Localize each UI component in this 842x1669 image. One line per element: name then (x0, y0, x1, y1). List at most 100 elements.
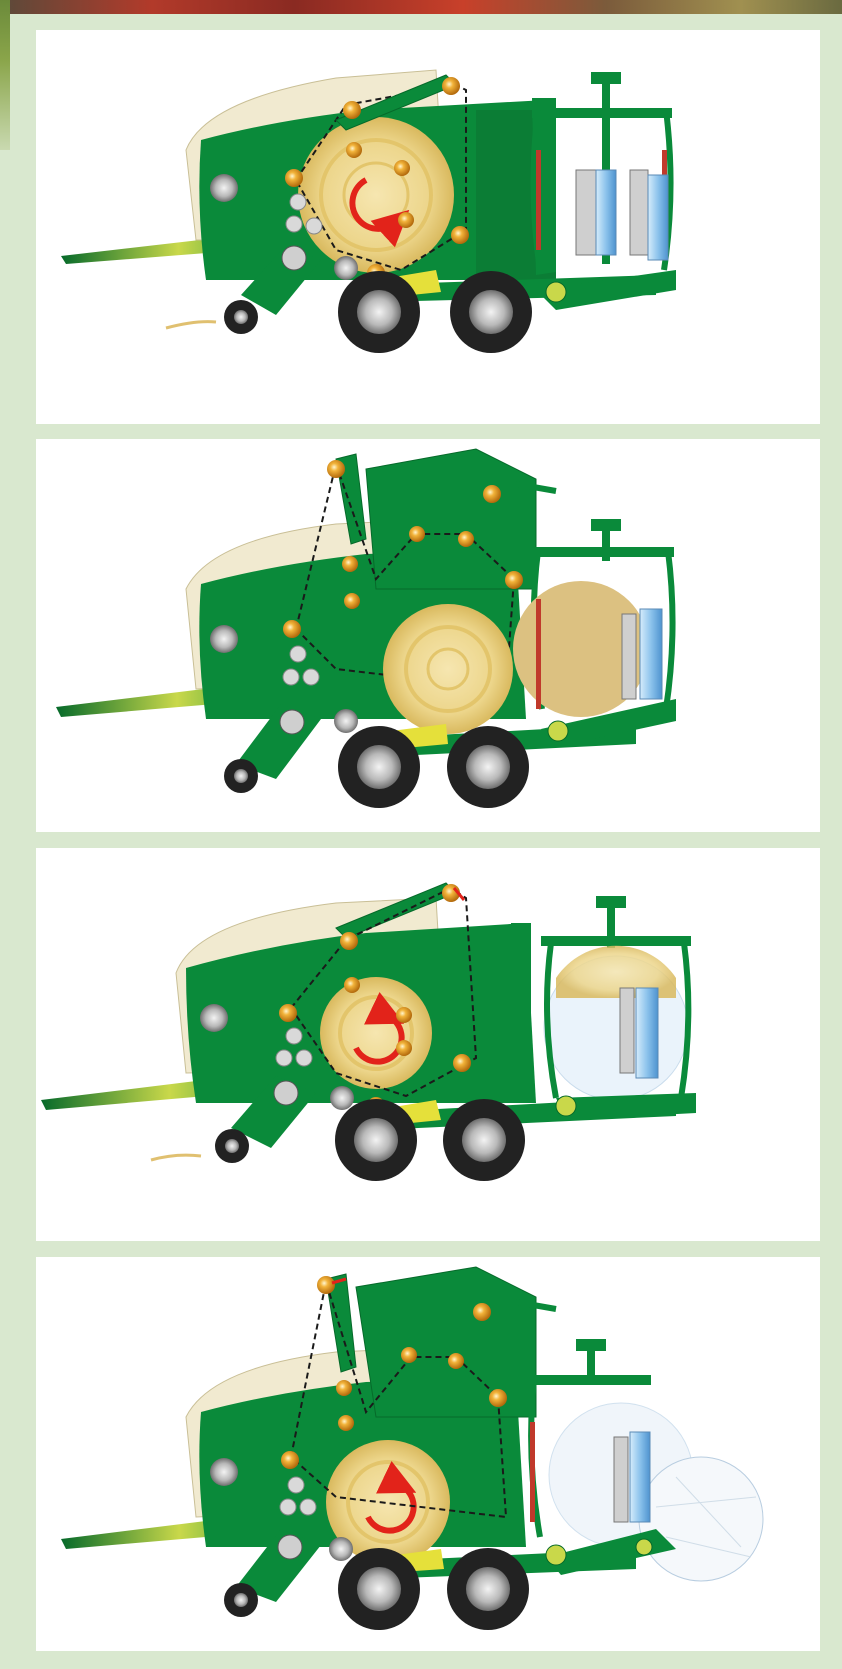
film-roll-icon (630, 170, 648, 255)
wrapper-motor (576, 1339, 606, 1351)
straw-icon (151, 1155, 201, 1160)
bale (383, 604, 513, 734)
roller-icon (344, 977, 360, 993)
side-disc-icon (200, 1004, 228, 1032)
roller-icon (344, 593, 360, 609)
roller-icon (340, 932, 358, 950)
tyre-hub-icon (357, 1567, 401, 1611)
baler-illustration (36, 439, 820, 832)
roller-icon (409, 526, 425, 542)
roller-icon (489, 1389, 507, 1407)
pivot-icon (546, 1545, 566, 1565)
wrapper-guide (536, 150, 541, 250)
feed-roller-icon (283, 669, 299, 685)
wrapper-motor (591, 519, 621, 531)
rotor-icon (330, 1086, 354, 1110)
diagram-panel-bale-forming (36, 30, 820, 424)
rotor-icon (274, 1081, 298, 1105)
roller-icon (317, 1276, 335, 1294)
feed-roller-icon (280, 1499, 296, 1515)
wrapper-motor (591, 72, 621, 84)
roller-icon (451, 226, 469, 244)
gauge-wheel-hub-icon (234, 310, 248, 324)
feed-roller-icon (276, 1050, 292, 1066)
tyre-hub-icon (466, 1567, 510, 1611)
side-disc-icon (210, 625, 238, 653)
film-roll-icon (620, 988, 634, 1073)
roller-icon (343, 101, 361, 119)
bale (320, 977, 432, 1089)
feed-roller-icon (286, 1028, 302, 1044)
roller-icon (396, 1040, 412, 1056)
tyre-hub-icon (357, 745, 401, 789)
tyre-hub-icon (357, 290, 401, 334)
wrapper-guide (536, 599, 541, 709)
feed-roller-icon (300, 1499, 316, 1515)
roller-icon (458, 531, 474, 547)
raised-tailgate (356, 1267, 536, 1417)
film-roll-icon (640, 609, 662, 699)
roller-icon (473, 1303, 491, 1321)
film-roll-icon (636, 988, 658, 1078)
tyre-hub-icon (462, 1118, 506, 1162)
feed-roller-icon (306, 218, 322, 234)
feed-roller-icon (286, 216, 302, 232)
wrapper-spindle (607, 908, 615, 948)
side-disc-icon (210, 174, 238, 202)
raised-tailgate (366, 449, 536, 589)
roller-icon (346, 142, 362, 158)
roller-icon (336, 1380, 352, 1396)
diagram-panel-bale-eject (36, 1257, 820, 1651)
baler-illustration (36, 848, 820, 1241)
rotor-icon (329, 1537, 353, 1561)
diagram-panel-bale-transfer (36, 439, 820, 832)
baler-illustration (36, 30, 820, 424)
wrapper-top-beam (541, 936, 691, 946)
rotor-icon (334, 256, 358, 280)
film-roll-icon (596, 170, 616, 255)
gauge-wheel-hub-icon (234, 769, 248, 783)
roller-icon (327, 460, 345, 478)
roller-icon (338, 1415, 354, 1431)
feed-roller-icon (288, 1477, 304, 1493)
roller-icon (342, 556, 358, 572)
header-photo-edge (0, 0, 10, 150)
roller-icon (401, 1347, 417, 1363)
diagram-panel-wrapping (36, 848, 820, 1241)
wrapper-spindle (602, 531, 610, 561)
roller-icon (448, 1353, 464, 1369)
film-roll-icon (576, 170, 596, 255)
rotor-icon (280, 710, 304, 734)
pivot-icon (556, 1096, 576, 1116)
tyre-hub-icon (469, 290, 513, 334)
rotor-icon (282, 246, 306, 270)
roller-icon (394, 160, 410, 176)
roller-icon (453, 1054, 471, 1072)
tyre-hub-icon (354, 1118, 398, 1162)
wrapper-spindle (587, 1351, 595, 1381)
film-roll-icon (648, 175, 668, 260)
wrapper-post (511, 923, 531, 1100)
pivot-icon (546, 282, 566, 302)
wrapper-guide (530, 1422, 535, 1522)
rotor-icon (278, 1535, 302, 1559)
roller-icon (442, 77, 460, 95)
gauge-wheel-hub-icon (225, 1139, 239, 1153)
film-roll-icon (630, 1432, 650, 1522)
film-roll-icon (622, 614, 636, 699)
gauge-wheel-hub-icon (234, 1593, 248, 1607)
roller-icon (483, 485, 501, 503)
roller-icon (398, 212, 414, 228)
wrapper-motor (596, 896, 626, 908)
rotor-icon (334, 709, 358, 733)
roller-icon (285, 169, 303, 187)
roller-icon (505, 571, 523, 589)
ejected-wrapped-bale (639, 1457, 763, 1581)
film-roll-icon (614, 1437, 628, 1522)
pivot-icon (548, 721, 568, 741)
straw-icon (166, 322, 216, 328)
pivot-icon (636, 1539, 652, 1555)
baler-illustration (36, 1257, 820, 1651)
roller-icon (283, 620, 301, 638)
roller-icon (281, 1451, 299, 1469)
